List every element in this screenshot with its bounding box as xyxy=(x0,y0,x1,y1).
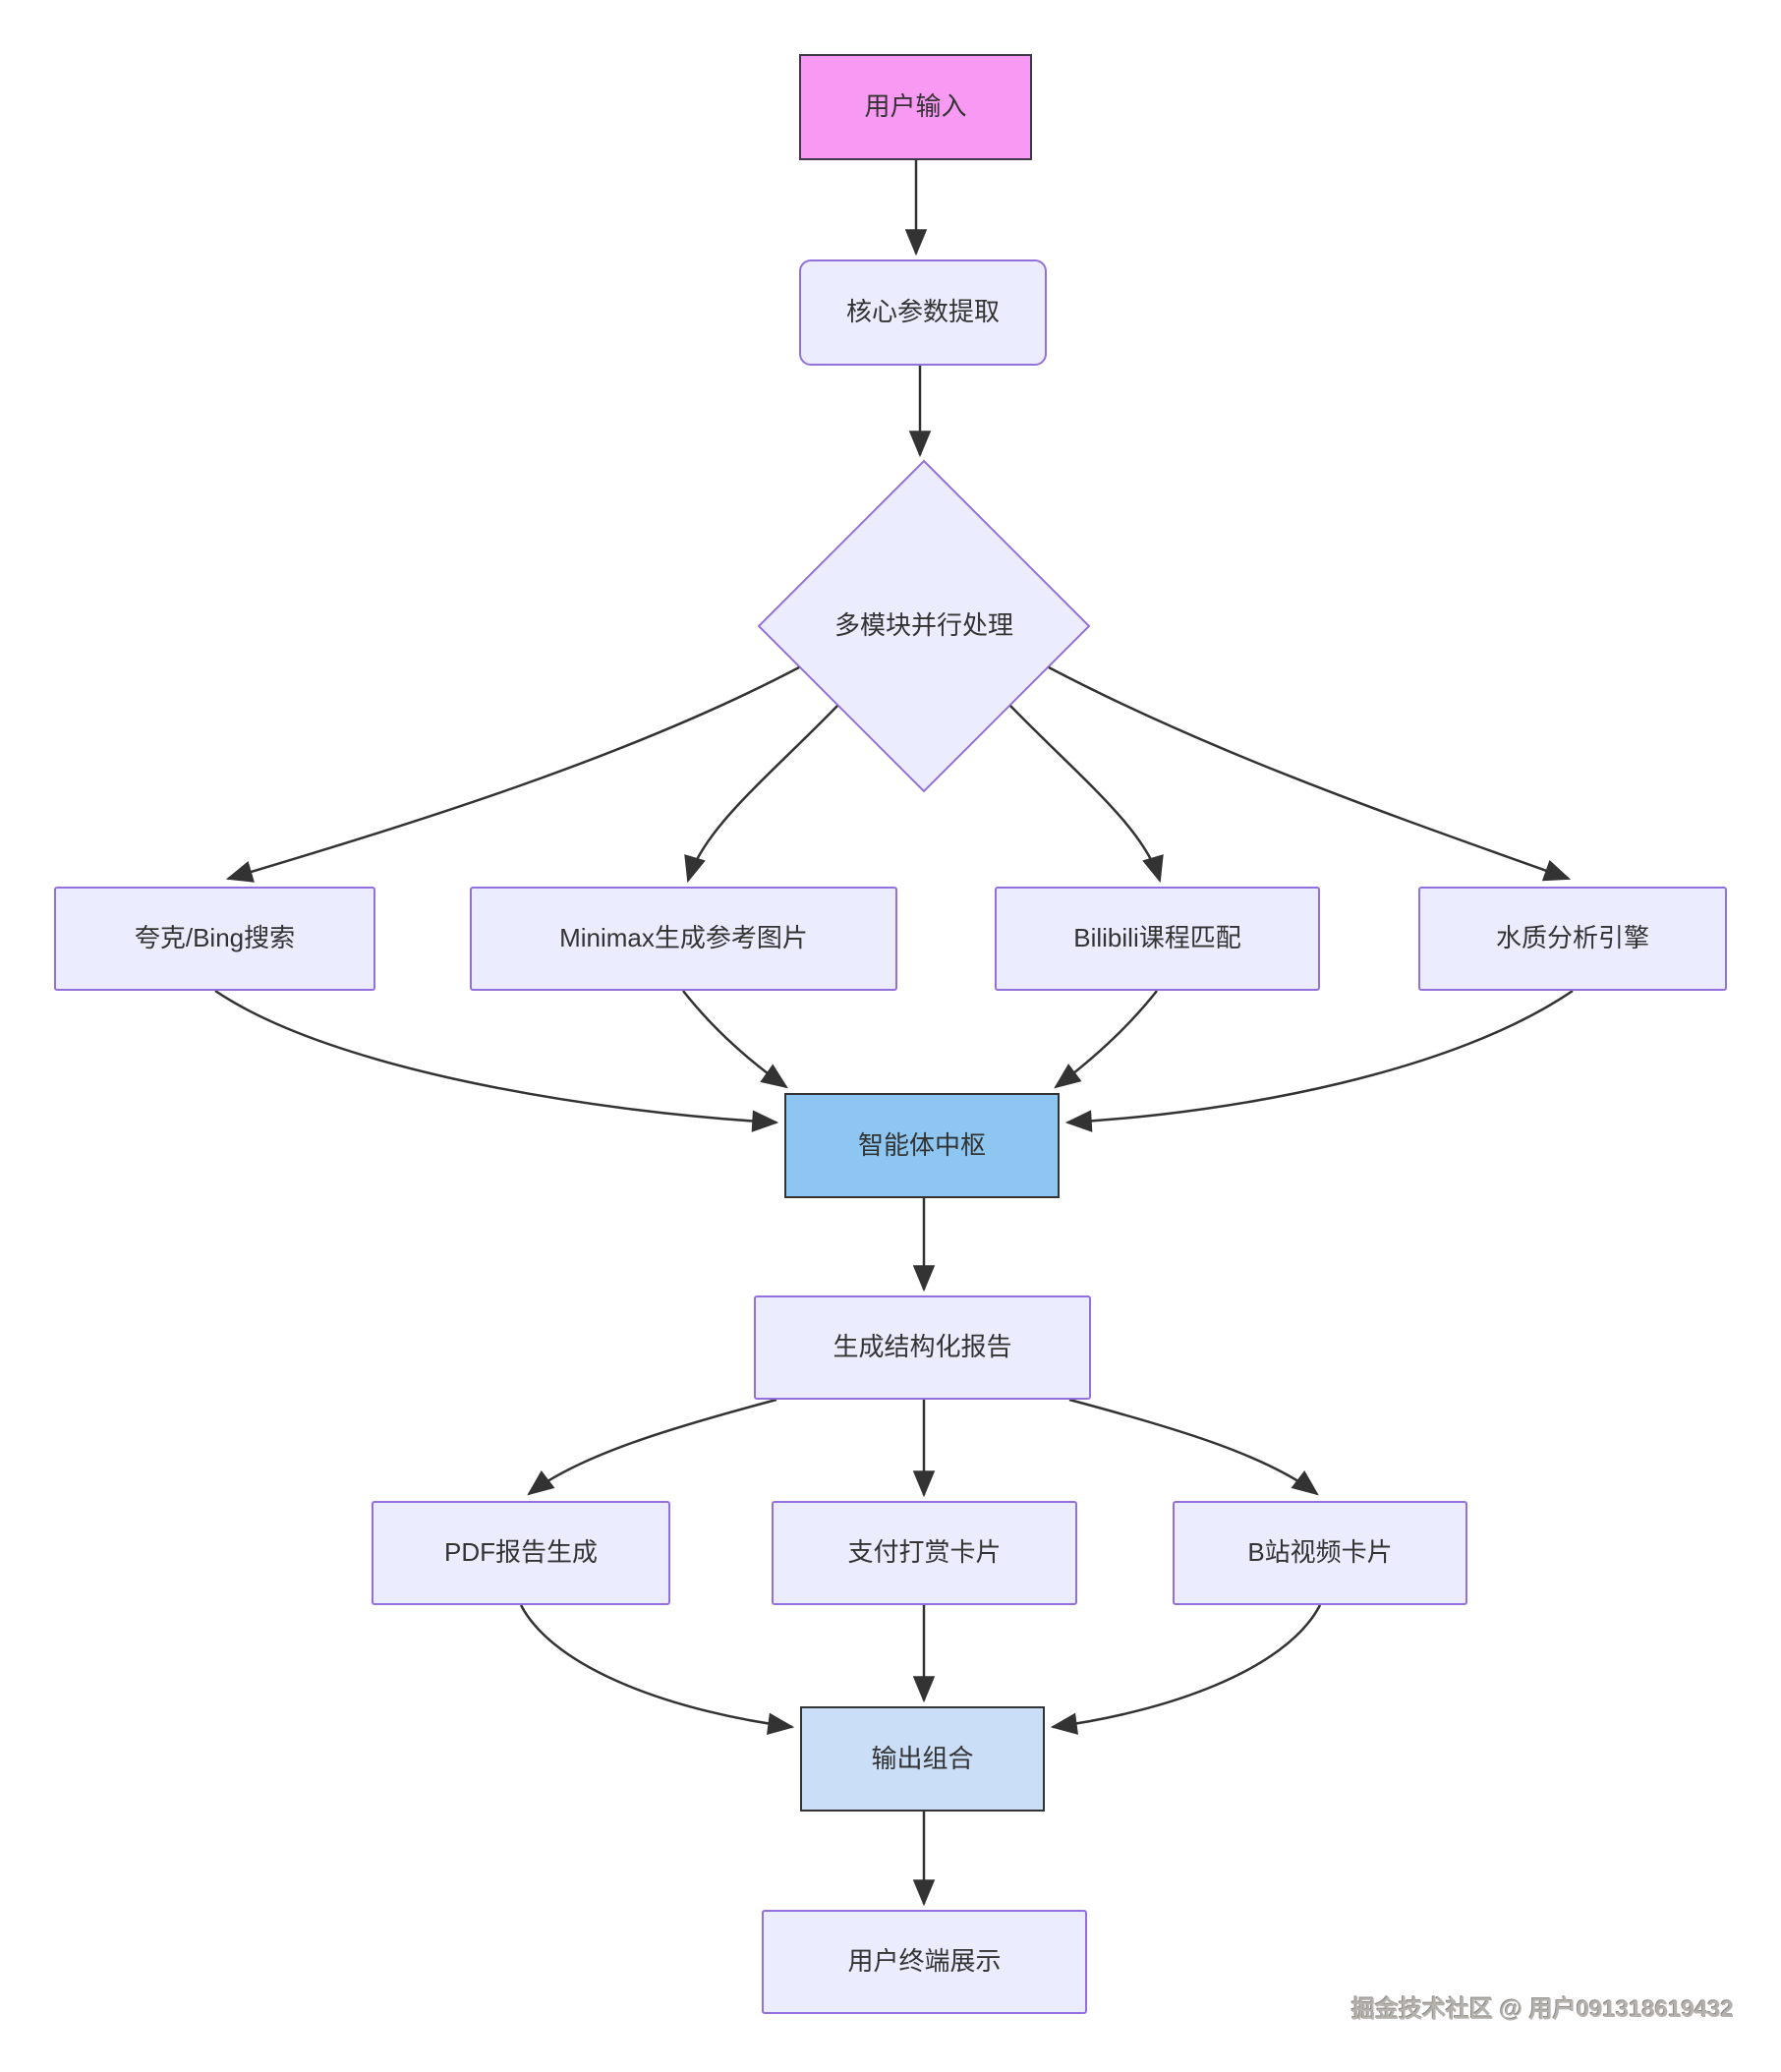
edge-dispatch-water xyxy=(1048,665,1572,882)
node-water-analysis: 水质分析引擎 xyxy=(1418,887,1727,991)
node-param-extract: 核心参数提取 xyxy=(799,259,1047,366)
edge-water-hub xyxy=(1064,989,1574,1132)
node-output-combo: 输出组合 xyxy=(800,1706,1045,1812)
edge-minimax-hub xyxy=(682,990,788,1089)
node-minimax-image: Minimax生成参考图片 xyxy=(470,887,897,991)
watermark: 掘金技术社区 @ 用户091318619432 xyxy=(1351,1996,1734,2023)
node-user-input: 用户输入 xyxy=(799,54,1032,160)
node-bili-video-card: B站视频卡片 xyxy=(1173,1501,1467,1605)
edge-dispatch-bilibili xyxy=(1009,705,1164,884)
edge-pdf-output xyxy=(519,1604,795,1735)
node-parallel-dispatch-label: 多模块并行处理 xyxy=(833,610,1013,641)
edge-dispatch-minimax xyxy=(684,705,838,884)
edge-bilibili-hub xyxy=(1054,990,1158,1089)
edge-bvideo-output xyxy=(1050,1604,1322,1735)
node-agent-hub: 智能体中枢 xyxy=(784,1093,1060,1198)
flow-edges xyxy=(214,160,1574,1907)
node-pdf-report: PDF报告生成 xyxy=(372,1501,670,1605)
node-structured-report: 生成结构化报告 xyxy=(754,1295,1091,1400)
edge-dispatch-search xyxy=(225,665,800,883)
edge-report-bvideo xyxy=(1068,1398,1319,1496)
node-payment-card: 支付打赏卡片 xyxy=(772,1501,1077,1605)
node-quark-bing-search: 夸克/Bing搜索 xyxy=(54,887,375,991)
diamond-shape-parallel-dispatch xyxy=(757,459,1091,793)
node-bilibili-course: Bilibili课程匹配 xyxy=(995,887,1320,991)
edge-report-pdf xyxy=(527,1398,777,1496)
node-user-terminal: 用户终端展示 xyxy=(762,1910,1087,2014)
edge-search-hub xyxy=(214,989,779,1132)
